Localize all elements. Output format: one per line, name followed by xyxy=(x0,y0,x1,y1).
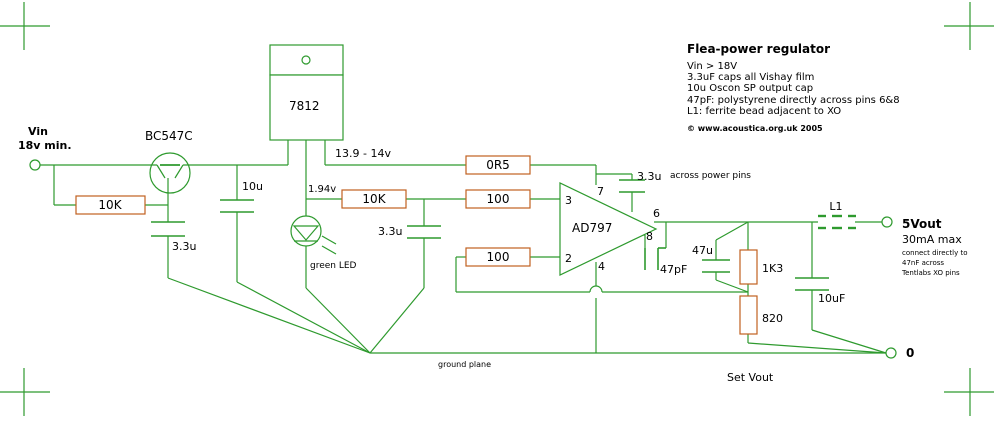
resistor-820 xyxy=(739,295,758,335)
regulator-7812 xyxy=(269,44,344,141)
vout-label: 5Vout xyxy=(902,217,942,231)
vout-note-2: 47nF across xyxy=(902,259,944,267)
copyright: © www.acoustica.org.uk 2005 xyxy=(687,124,823,133)
pin-8: 8 xyxy=(646,230,653,243)
vin-label: Vin xyxy=(28,125,48,138)
ref-voltage: 1.94v xyxy=(308,184,336,195)
vout-note-3: Tentlabs XO pins xyxy=(901,269,960,277)
cap-power xyxy=(619,179,645,193)
led-label: green LED xyxy=(310,261,357,271)
note-1: Vin > 18V xyxy=(687,61,737,72)
wires xyxy=(40,140,887,354)
inductor-l1 xyxy=(818,214,856,230)
note-2: 3.3uF caps all Vishay film xyxy=(687,72,814,83)
set-vout-label: Set Vout xyxy=(727,371,774,384)
resistor-ref-label: 10K xyxy=(362,192,386,206)
resistor-base-label: 10K xyxy=(98,198,122,212)
resistor-0r5-label: 0R5 xyxy=(486,158,510,172)
opamp-label: AD797 xyxy=(572,221,612,235)
reg-out-voltage: 13.9 - 14v xyxy=(335,147,391,160)
cap-47u-label: 47u xyxy=(692,244,713,257)
ground-label: 0 xyxy=(906,346,914,360)
resistor-100a xyxy=(465,189,531,209)
pin-2: 2 xyxy=(565,252,572,265)
cap-base-label: 3.3u xyxy=(172,240,196,253)
resistor-820-label: 820 xyxy=(762,312,783,325)
cap-47p xyxy=(644,247,666,270)
cap-power-label: 3.3u xyxy=(637,170,661,183)
transistor-bc547c xyxy=(149,152,191,195)
regulator-label: 7812 xyxy=(289,99,320,113)
note-4: 47pF: polystyrene directly across pins 6… xyxy=(687,95,900,106)
pin-7: 7 xyxy=(597,185,604,198)
cap-power-note: across power pins xyxy=(670,171,751,181)
resistor-1k3-label: 1K3 xyxy=(762,262,783,275)
resistors xyxy=(75,155,758,335)
cap-out-label: 10uF xyxy=(818,292,845,305)
note-5: L1: ferrite bead adjacent to XO xyxy=(687,106,841,117)
cap-out xyxy=(795,277,829,291)
resistor-ref xyxy=(341,189,407,209)
transistor-label: BC547C xyxy=(145,129,193,143)
cap-47u xyxy=(702,259,730,273)
pin-6: 6 xyxy=(653,207,660,220)
cap-base xyxy=(151,221,185,237)
vout-note-1: connect directly to xyxy=(902,249,967,257)
pin-3: 3 xyxy=(565,194,572,207)
opamp-ad797 xyxy=(559,182,658,276)
cap-ref-label: 3.3u xyxy=(378,225,402,238)
resistor-100a-label: 100 xyxy=(487,192,510,206)
capacitors xyxy=(151,179,829,291)
note-3: 10u Oscon SP output cap xyxy=(687,83,813,94)
vin-sublabel: 18v min. xyxy=(18,139,72,152)
title: Flea-power regulator xyxy=(687,42,830,56)
vin-terminal xyxy=(29,159,41,171)
cap-47p-label: 47pF xyxy=(660,263,687,276)
inductor-label: L1 xyxy=(829,200,842,213)
resistor-100b xyxy=(465,247,531,267)
ground-plane-label: ground plane xyxy=(438,360,491,369)
vout-current: 30mA max xyxy=(902,233,962,246)
pin-4: 4 xyxy=(598,260,605,273)
resistor-base xyxy=(75,195,146,215)
resistor-1k3 xyxy=(739,249,758,285)
terminals xyxy=(29,159,897,359)
cap-ref xyxy=(407,225,441,239)
led-green xyxy=(290,215,337,255)
ground-terminal xyxy=(885,347,897,359)
vout-terminal xyxy=(881,216,893,228)
cap-10u-in xyxy=(220,199,254,213)
resistor-0r5 xyxy=(465,155,531,175)
resistor-100b-label: 100 xyxy=(487,250,510,264)
cap-10u-label: 10u xyxy=(242,180,263,193)
